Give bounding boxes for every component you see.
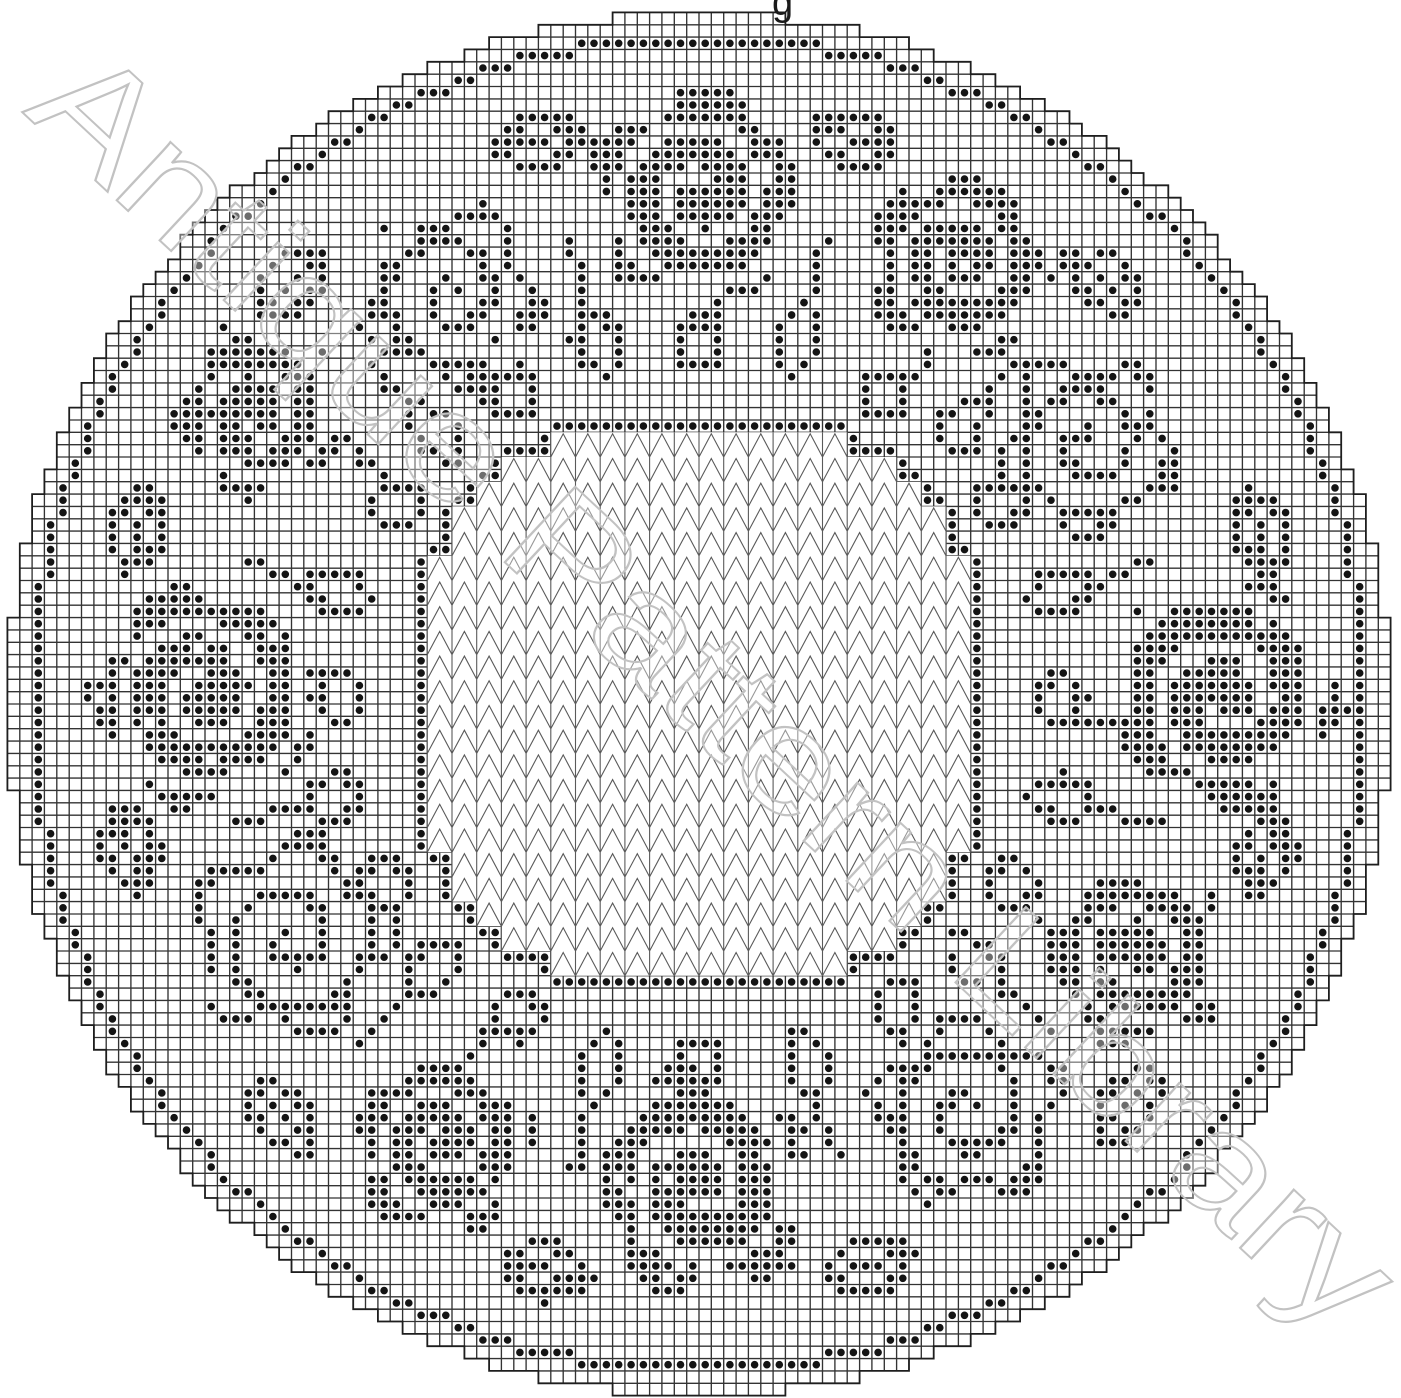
stem [677, 1064, 685, 1096]
stem [1023, 509, 1031, 517]
stem [1084, 719, 1116, 727]
stem [516, 361, 524, 369]
heading-fragment: g [772, 0, 793, 24]
